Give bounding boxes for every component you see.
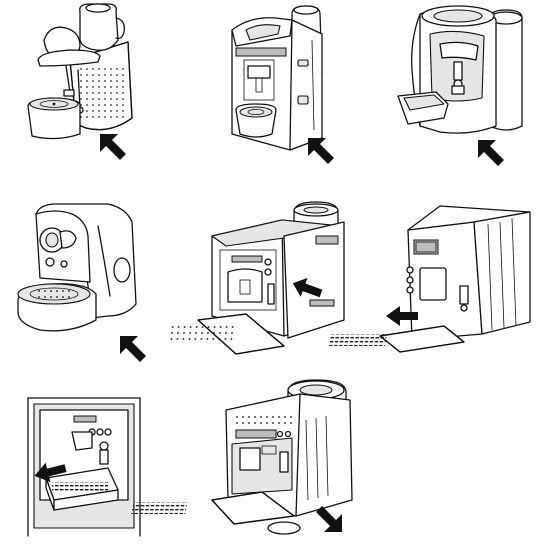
machine-6-boxy-automatic xyxy=(328,205,531,353)
machine-4-capsule xyxy=(17,203,146,362)
machine-8-deluxe-automatic xyxy=(131,379,353,535)
machine-3-round-tank xyxy=(397,5,523,166)
machine-5-fully-automatic xyxy=(169,201,345,355)
arrow-pointing-to-drip-tray xyxy=(100,134,126,160)
machine-1-juicer-style xyxy=(27,3,133,160)
machine-7-built-in xyxy=(27,397,141,537)
machine-2-tall-tank xyxy=(231,5,334,164)
